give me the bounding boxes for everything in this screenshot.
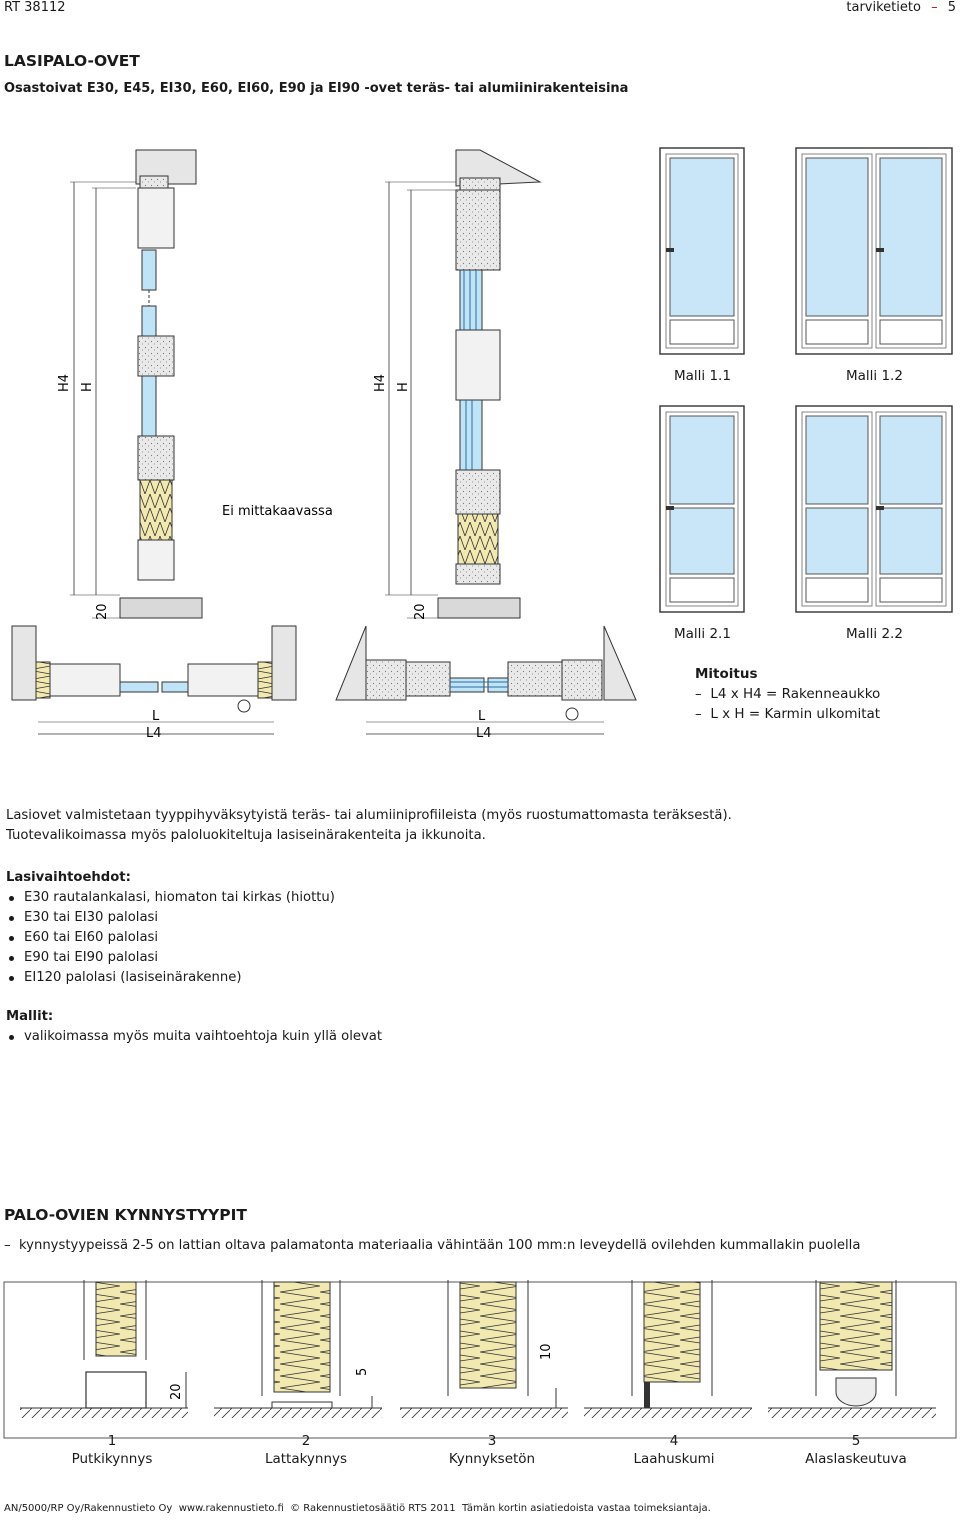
models-list: valikoimassa myös muita vaihtoehtoja kui… bbox=[6, 1027, 906, 1047]
models-note: Mallit: valikoimassa myös muita vaihtoeh… bbox=[6, 1007, 906, 1047]
threshold-number: 5 bbox=[851, 1433, 861, 1449]
dim-10-threshold: 10 bbox=[539, 1343, 554, 1360]
dim-20-threshold: 20 bbox=[169, 1383, 184, 1400]
dim-l4-right: L4 bbox=[476, 726, 492, 741]
glass-options-list: E30 rautalankalasi, hiomaton tai kirkas … bbox=[6, 888, 906, 988]
sizing-text-2: L x H = Karmin ulkomitat bbox=[710, 706, 881, 722]
category-label: tarviketieto bbox=[846, 0, 921, 15]
footer-credits: AN/5000/RP Oy/Rakennustieto Oy www.raken… bbox=[4, 1503, 711, 1514]
section-title-glass-doors: LASIPALO-OVET bbox=[4, 52, 140, 70]
threshold-name: Lattakynnys bbox=[264, 1451, 348, 1467]
threshold-caption-2: 2 Lattakynnys bbox=[236, 1432, 376, 1468]
dim-h-right: H bbox=[396, 382, 411, 392]
section-title-thresholds: PALO-OVIEN KYNNYSTYYPIT bbox=[4, 1206, 247, 1224]
body-text: Lasiovet valmistetaan tyyppihyväksytyist… bbox=[6, 806, 956, 846]
dim-h4-left: H4 bbox=[57, 374, 72, 392]
note-text: kynnystyypeissä 2-5 on lattian oltava pa… bbox=[18, 1238, 861, 1253]
threshold-name: Putkikynnys bbox=[71, 1451, 153, 1467]
dim-20-right: 20 bbox=[413, 603, 428, 620]
door-section-drawings: H4 H 20 H4 H 20 Ei mittakaavassa bbox=[11, 149, 637, 741]
document-code: RT 38112 bbox=[4, 0, 66, 15]
list-item: valikoimassa myös muita vaihtoehtoja kui… bbox=[6, 1027, 906, 1047]
dim-h-left: H bbox=[80, 382, 95, 392]
sizing-item-2: – L x H = Karmin ulkomitat bbox=[695, 704, 880, 724]
dim-l-left: L bbox=[152, 709, 160, 724]
sizing-title: Mitoitus bbox=[695, 666, 758, 682]
sizing-legend: Mitoitus – L4 x H4 = Rakenneaukko – L x … bbox=[695, 664, 880, 724]
threshold-1-drawing: 20 bbox=[20, 1280, 188, 1418]
sizing-text-1: L4 x H4 = Rakenneaukko bbox=[710, 686, 881, 702]
sizing-dash: – bbox=[695, 686, 702, 702]
horizontal-section-1: L L4 bbox=[11, 625, 297, 741]
vertical-section-1: H4 H 20 bbox=[57, 149, 203, 620]
threshold-number: 3 bbox=[487, 1433, 497, 1449]
dim-5-threshold: 5 bbox=[355, 1368, 370, 1376]
door-models bbox=[659, 147, 953, 613]
body-paragraph-1: Lasiovet valmistetaan tyyppihyväksytyist… bbox=[6, 808, 732, 823]
dim-l4-left: L4 bbox=[146, 726, 162, 741]
list-item: E90 tai EI90 palolasi bbox=[6, 948, 906, 968]
threshold-name: Kynnyksetön bbox=[448, 1451, 536, 1467]
threshold-4-drawing bbox=[584, 1280, 752, 1418]
door-model-1-2 bbox=[795, 147, 953, 355]
threshold-name: Laahuskumi bbox=[633, 1451, 715, 1467]
header-dash: – bbox=[931, 0, 938, 15]
glass-options-title: Lasivaihtoehdot: bbox=[6, 870, 131, 885]
list-item: E60 tai EI60 palolasi bbox=[6, 928, 906, 948]
door-model-2-1 bbox=[659, 405, 745, 613]
threshold-caption-5: 5 Alaslaskeutuva bbox=[786, 1432, 926, 1468]
horizontal-section-2: L L4 bbox=[335, 625, 637, 741]
model-label-2-1: Malli 2.1 bbox=[674, 626, 731, 642]
threshold-number: 1 bbox=[107, 1433, 117, 1449]
vertical-section-2: H4 H 20 bbox=[373, 149, 542, 620]
threshold-number: 2 bbox=[301, 1433, 311, 1449]
sizing-item-1: – L4 x H4 = Rakenneaukko bbox=[695, 684, 880, 704]
threshold-caption-4: 4 Laahuskumi bbox=[604, 1432, 744, 1468]
threshold-name: Alaslaskeutuva bbox=[805, 1451, 907, 1467]
thresholds-note: – kynnystyypeissä 2-5 on lattian oltava … bbox=[4, 1236, 956, 1256]
list-item: EI120 palolasi (lasiseinärakenne) bbox=[6, 968, 906, 988]
dim-20-left: 20 bbox=[95, 603, 110, 620]
threshold-drawings: 20 5 10 bbox=[3, 1280, 957, 1439]
threshold-number: 4 bbox=[669, 1433, 679, 1449]
list-item: E30 rautalankalasi, hiomaton tai kirkas … bbox=[6, 888, 906, 908]
dim-h4-right: H4 bbox=[373, 374, 388, 392]
threshold-5-drawing bbox=[768, 1280, 936, 1418]
model-label-2-2: Malli 2.2 bbox=[846, 626, 903, 642]
model-label-1-1: Malli 1.1 bbox=[674, 368, 731, 384]
dim-l-right: L bbox=[478, 709, 486, 724]
not-to-scale-note: Ei mittakaavassa bbox=[222, 504, 333, 519]
sizing-dash: – bbox=[695, 706, 702, 722]
models-title: Mallit: bbox=[6, 1009, 54, 1024]
door-model-2-2 bbox=[795, 405, 953, 613]
threshold-caption-1: 1 Putkikynnys bbox=[42, 1432, 182, 1468]
note-dash: – bbox=[4, 1238, 11, 1253]
threshold-caption-3: 3 Kynnyksetön bbox=[422, 1432, 562, 1468]
glass-options: Lasivaihtoehdot: E30 rautalankalasi, hio… bbox=[6, 868, 906, 988]
threshold-3-drawing: 10 bbox=[400, 1280, 568, 1418]
section-subtitle: Osastoivat E30, E45, EI30, E60, EI60, E9… bbox=[4, 81, 629, 96]
model-label-1-2: Malli 1.2 bbox=[846, 368, 903, 384]
door-model-1-1 bbox=[659, 147, 745, 355]
page-number: 5 bbox=[947, 0, 956, 15]
page-header-right: tarviketieto – 5 bbox=[846, 0, 956, 15]
list-item: E30 tai EI30 palolasi bbox=[6, 908, 906, 928]
body-paragraph-2: Tuotevalikoimassa myös paloluokiteltuja … bbox=[6, 828, 486, 843]
threshold-2-drawing: 5 bbox=[214, 1280, 382, 1418]
